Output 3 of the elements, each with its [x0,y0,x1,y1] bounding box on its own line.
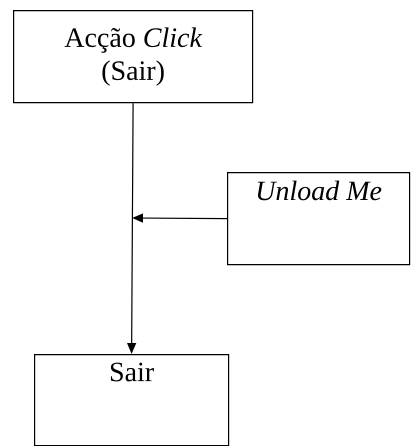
process-box: Unload Me [227,172,410,266]
process-box: Sair [34,354,230,446]
process-box: Acção Click (Sair) [13,10,254,104]
